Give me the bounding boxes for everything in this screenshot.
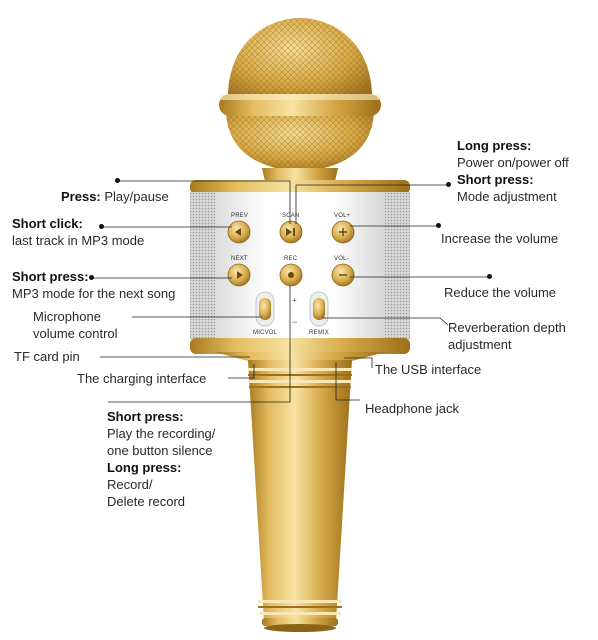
callout-reverb: Reverberation depth adjustment	[448, 319, 566, 353]
leader-dot	[115, 178, 120, 183]
callout-line: Play the recording/	[107, 426, 216, 441]
callout-line: volume control	[33, 326, 118, 341]
callout-last-track: Short click: last track in MP3 mode	[12, 215, 144, 249]
remix-label: REMIX	[309, 330, 330, 336]
next-label: NEXT	[231, 256, 248, 262]
callout-reduce-volume: Reduce the volume	[444, 285, 557, 300]
callout-mic-volume: Microphone volume control	[33, 308, 118, 342]
remix-slider	[309, 291, 329, 327]
callout-key: Short press:	[12, 269, 89, 284]
scan-label: SCAN	[282, 213, 300, 219]
vol-up-label: VOL+	[334, 213, 351, 219]
callout-play-pause: Press: Play/pause	[61, 188, 169, 205]
svg-text:+: +	[292, 296, 297, 305]
vol-up-button	[331, 220, 355, 244]
callout-line: Reverberation depth	[448, 320, 566, 335]
leader-dot	[99, 224, 104, 229]
prev-button	[227, 220, 251, 244]
callout-line: one button silence	[107, 443, 213, 458]
callout-headphone: Headphone jack	[365, 401, 459, 416]
callout-power: Long press: Power on/power off Short pre…	[457, 137, 569, 205]
vol-down-label: VOL-	[334, 256, 349, 262]
callout-key: Short click:	[12, 216, 83, 231]
callout-charging: The charging interface	[77, 371, 207, 386]
callout-line: Delete record	[107, 494, 186, 509]
leader-dot	[487, 274, 492, 279]
svg-text:−: −	[292, 317, 297, 327]
callout-key: Short press:	[457, 172, 534, 187]
vol-down-button	[331, 263, 355, 287]
callout-line: Microphone	[33, 309, 101, 324]
callout-desc: Play/pause	[104, 189, 169, 204]
leader-dot	[89, 275, 94, 280]
callout-usb: The USB interface	[375, 362, 482, 377]
micvol-slider	[255, 291, 275, 327]
callout-next-song: Short press: MP3 mode for the next song	[12, 268, 175, 302]
callout-key: Press:	[61, 189, 101, 204]
callout-desc: Power on/power off	[457, 155, 569, 170]
leader-lines	[92, 180, 490, 403]
next-button	[227, 263, 251, 287]
callout-desc: MP3 mode for the next song	[12, 286, 176, 301]
mic-handle	[248, 360, 352, 622]
rec-label: REC	[284, 256, 298, 262]
callout-desc: Mode adjustment	[457, 189, 557, 204]
leader-dot	[446, 182, 451, 187]
rec-button	[279, 263, 303, 287]
prev-label: PREV	[231, 213, 249, 219]
callout-key: Long press:	[107, 460, 182, 475]
callout-recording: Short press: Play the recording/ one but…	[107, 408, 215, 510]
leader-dot	[436, 223, 441, 228]
callout-tf-card: TF card pin	[14, 349, 80, 364]
callout-desc: last track in MP3 mode	[12, 233, 145, 248]
callout-line: adjustment	[448, 337, 512, 352]
callout-key: Short press:	[107, 409, 184, 424]
callout-line: Record/	[107, 477, 153, 492]
scan-button	[279, 220, 303, 244]
micvol-label: MICVOL	[253, 330, 278, 336]
callout-key: Long press:	[457, 138, 532, 153]
callout-increase-volume: Increase the volume	[441, 231, 559, 246]
